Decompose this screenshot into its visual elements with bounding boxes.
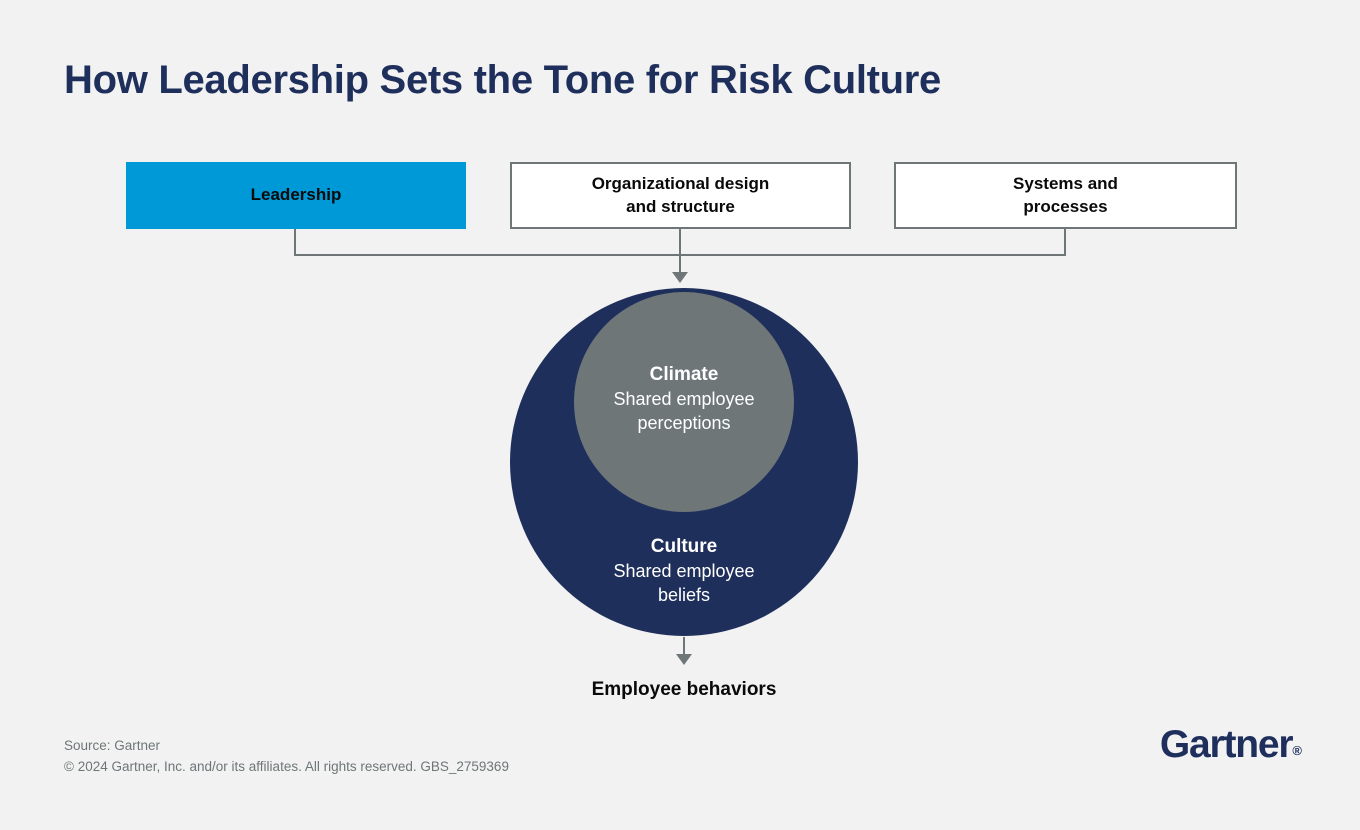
footer-source: Source: Gartner: [64, 738, 161, 753]
driver-box-organizational-design-label: Organizational design and structure: [592, 173, 770, 218]
culture-title: Culture: [650, 536, 718, 557]
outcome-label: Employee behaviors: [591, 679, 777, 700]
connector-circle-to-outcome: [683, 637, 685, 657]
gartner-logo: Gartner®: [1160, 723, 1302, 767]
climate-description-line-2: perceptions: [637, 413, 731, 434]
driver-box-organizational-design[interactable]: Organizational design and structure: [510, 162, 851, 229]
driver-box-leadership-label: Leadership: [250, 185, 342, 205]
driver-box-leadership[interactable]: Leadership: [126, 162, 466, 229]
driver-label-line-1: Organizational design: [591, 174, 770, 194]
driver-label-line-2: processes: [1023, 196, 1108, 216]
climate-text-block: Climate Shared employee perceptions: [554, 362, 814, 436]
connector-drop-to-circle: [679, 254, 681, 273]
climate-title: Climate: [649, 364, 719, 385]
connector-stub-systems-and-processes: [1064, 229, 1066, 255]
driver-label-line-2: and structure: [626, 196, 735, 216]
arrow-down-icon-to-outcome: [676, 654, 692, 665]
connector-stub-leadership: [294, 229, 296, 255]
driver-label-line-1: Systems and: [1013, 174, 1118, 194]
footer-copyright: © 2024 Gartner, Inc. and/or its affiliat…: [64, 758, 509, 774]
page-title: How Leadership Sets the Tone for Risk Cu…: [64, 58, 942, 102]
driver-box-systems-and-processes[interactable]: Systems and processes: [894, 162, 1237, 229]
registered-trademark-icon: ®: [1292, 743, 1302, 758]
climate-inner-circle: [574, 292, 794, 512]
gartner-logo-wordmark: Gartner: [1159, 723, 1294, 766]
connector-stub-organizational-design: [679, 229, 681, 255]
arrow-down-icon-to-circle: [672, 272, 688, 283]
culture-description-line-1: Shared employee: [613, 561, 755, 582]
culture-text-block: Culture Shared employee beliefs: [554, 534, 814, 608]
culture-description-line-2: beliefs: [657, 585, 711, 606]
climate-description-line-1: Shared employee: [613, 389, 755, 410]
driver-box-systems-and-processes-label: Systems and processes: [1013, 173, 1118, 218]
footer-attribution: Source: Gartner © 2024 Gartner, Inc. and…: [64, 736, 509, 778]
